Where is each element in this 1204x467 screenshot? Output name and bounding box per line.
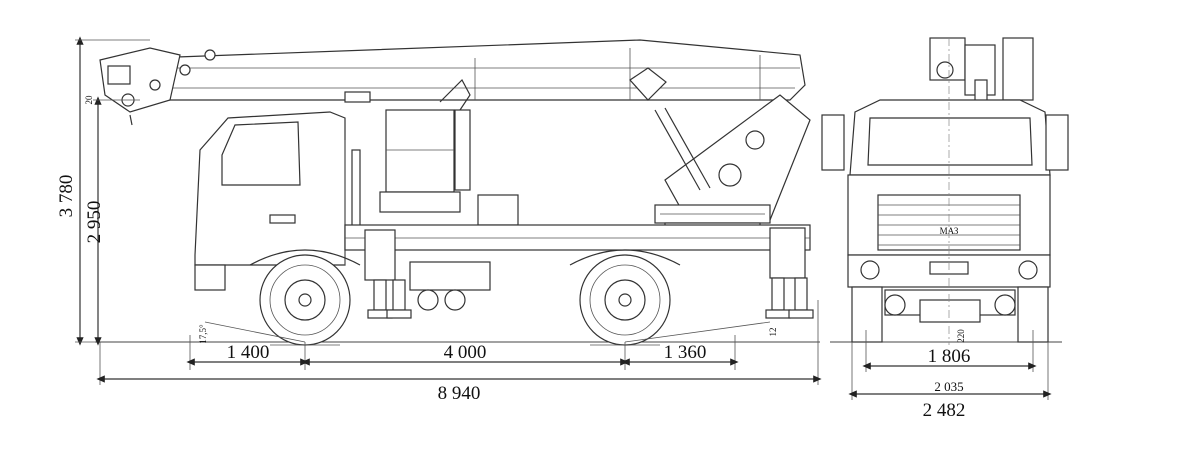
label-top-small: 20	[84, 95, 94, 105]
truck-cab	[194, 111, 361, 291]
right-mirror	[1045, 114, 1069, 171]
front-outrigger	[364, 229, 412, 319]
front-view: МАЗ 220 1 806 2 035 2 482	[821, 37, 1069, 421]
work-basket	[379, 79, 471, 213]
front-control-box	[1002, 37, 1034, 101]
dim-rear-overhang: 1 360	[664, 342, 707, 363]
fuel-tank	[409, 261, 491, 291]
left-headlight	[860, 260, 880, 280]
dim-overall-width: 2 482	[923, 400, 966, 421]
rear-wheel	[569, 249, 681, 346]
boom-tip	[99, 47, 181, 113]
label-side-small: 220	[956, 329, 966, 343]
front-left-tyre	[851, 286, 883, 343]
boom	[99, 39, 806, 126]
dim-deck-height: 2 950	[84, 201, 105, 244]
chassis-frame	[344, 224, 811, 251]
dim-overall-height: 3 780	[56, 175, 77, 218]
control-box	[477, 194, 519, 226]
rear-outrigger	[765, 227, 814, 319]
dim-overall-length: 8 940	[438, 383, 481, 404]
label-rear-small: 12	[768, 328, 778, 337]
windshield	[867, 117, 1033, 166]
cab-window	[221, 121, 301, 186]
dim-track: 1 806	[928, 346, 971, 367]
dim-wheelbase: 4 000	[444, 342, 487, 363]
right-headlight	[1018, 260, 1038, 280]
turret-column	[654, 94, 811, 236]
side-view: 3 780 2 950 20 17,5° 12 1 400 4 000 1 36…	[56, 36, 822, 404]
front-wheel	[249, 249, 361, 346]
dim-outrigger-span: 2 035	[934, 379, 963, 394]
label-front-angle: 17,5°	[198, 324, 208, 344]
boom-pivot	[629, 67, 667, 101]
dim-front-overhang: 1 400	[227, 342, 270, 363]
left-mirror	[821, 114, 845, 171]
